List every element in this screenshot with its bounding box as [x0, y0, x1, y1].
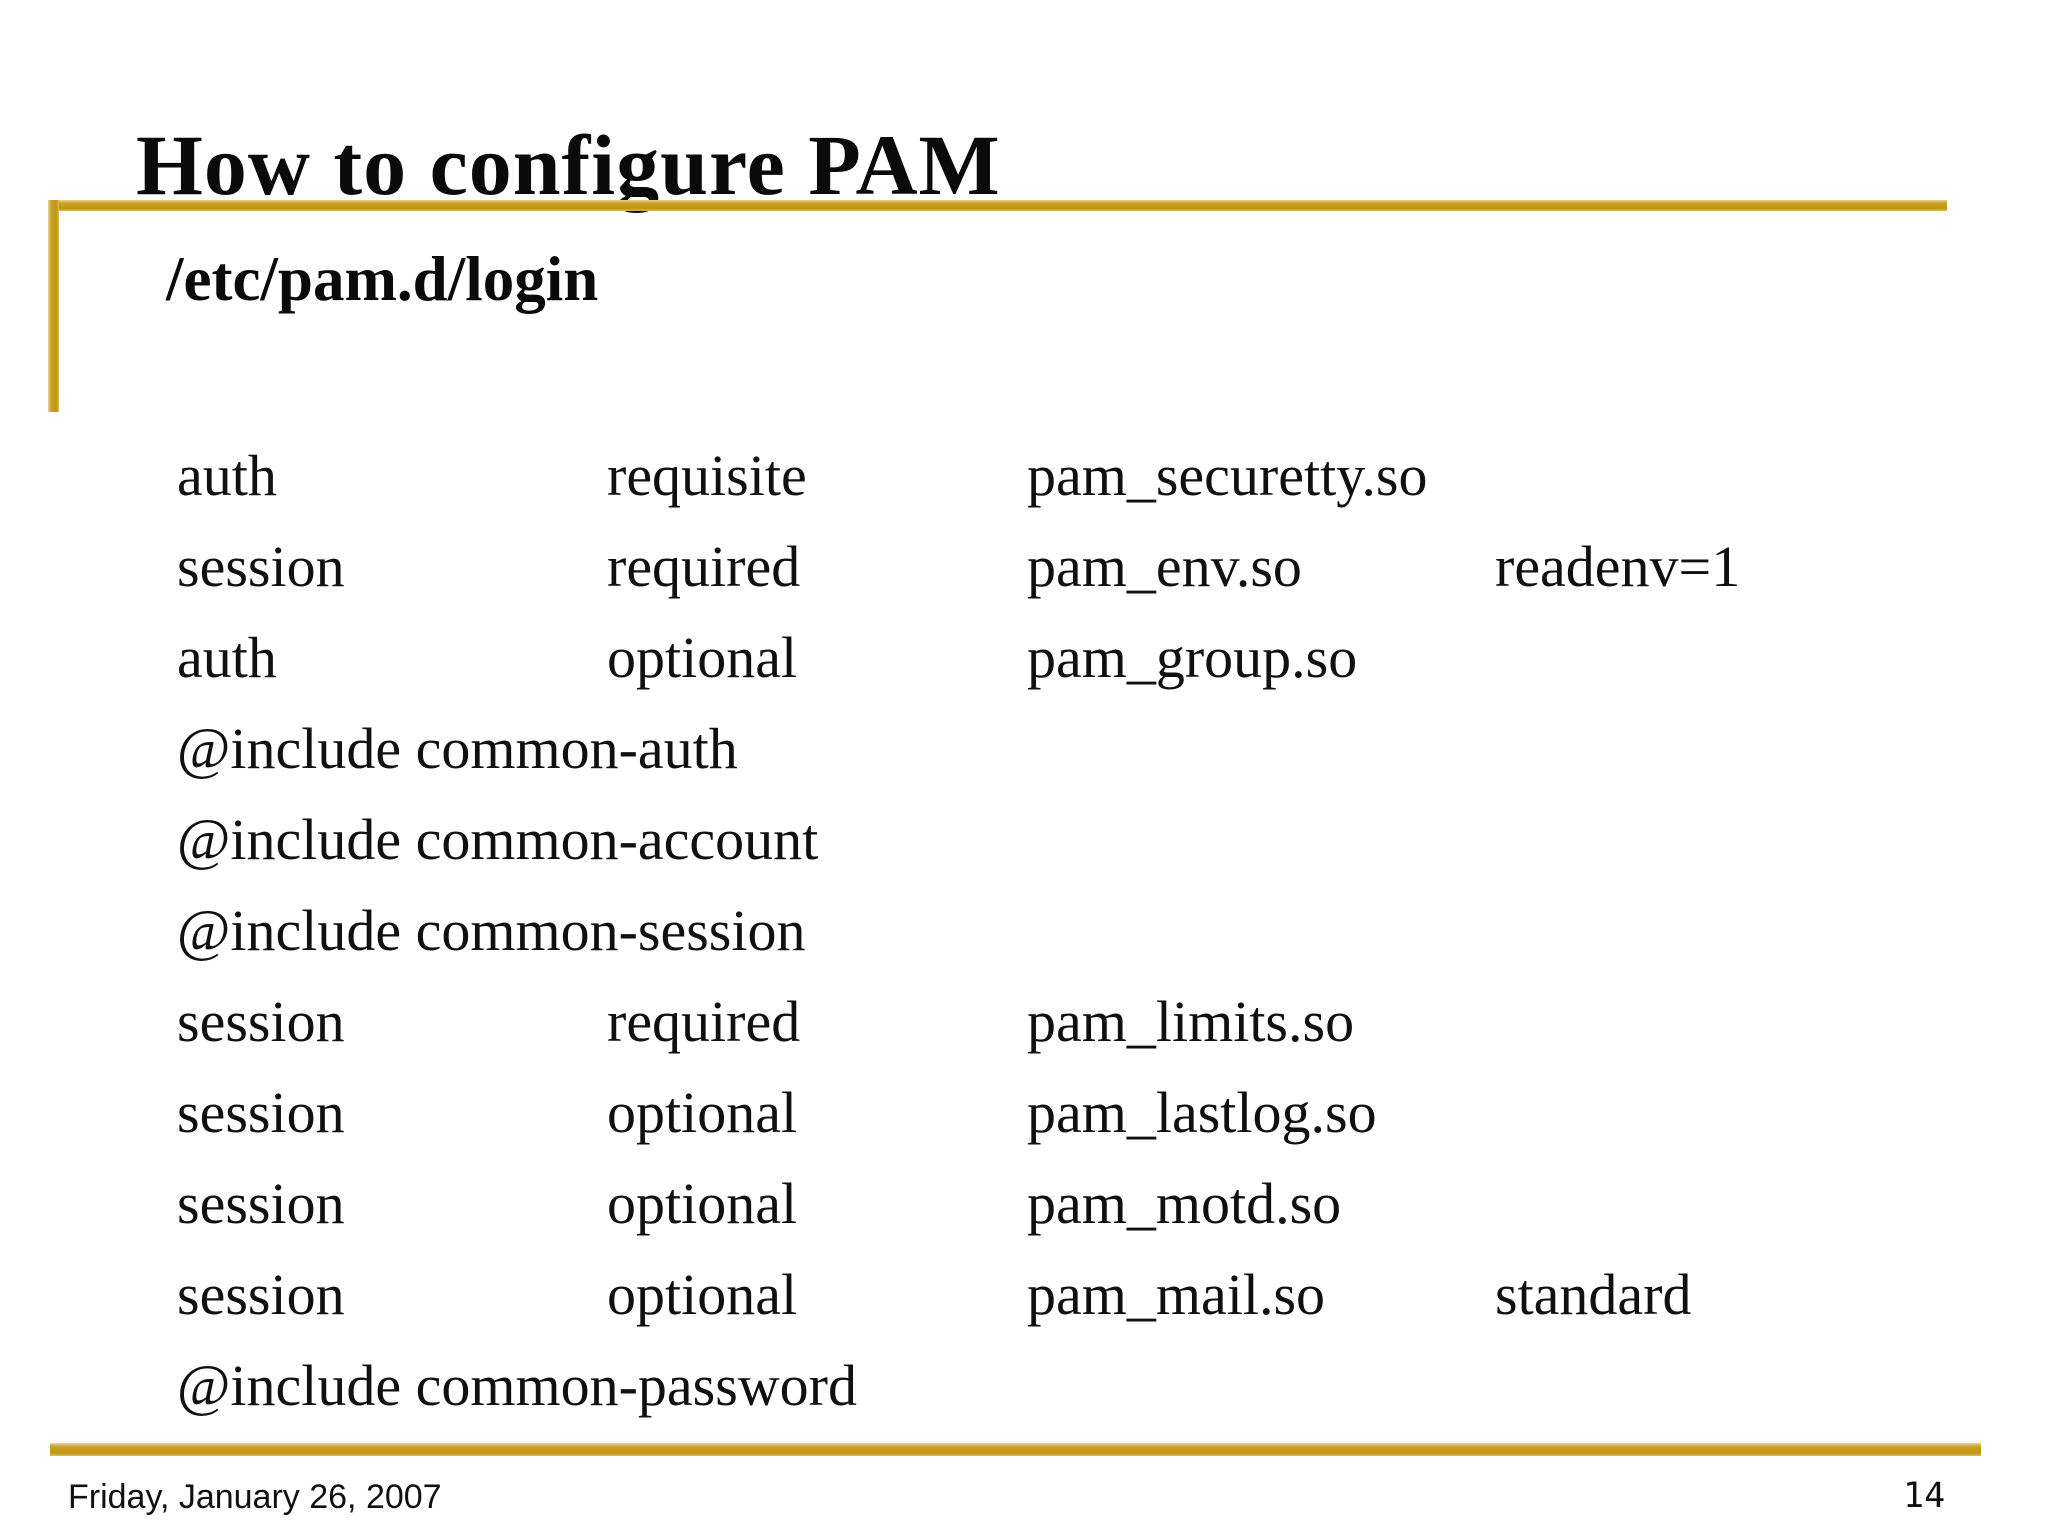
pam-line-control [607, 703, 1027, 794]
pam-line-type: @include common-auth [177, 716, 738, 781]
pam-line-argument: readenv=1 [1495, 534, 1741, 599]
pam-line-type: session [177, 1171, 345, 1236]
slide-title: How to configure PAM [136, 116, 1001, 213]
pam-line-module: pam_group.so [1027, 625, 1358, 690]
pam-line-module: pam_motd.so [1027, 1171, 1342, 1236]
pam-line-module: pam_limits.so [1027, 989, 1355, 1054]
pam-config-line: session required pam_env.so readenv=1 [177, 521, 1740, 612]
pam-line-control: required [607, 534, 801, 599]
pam-line-control: optional [607, 625, 798, 690]
title-underline-rule [48, 200, 1947, 211]
pam-line-type: auth [177, 443, 277, 508]
pam-config-line: session optional pam_lastlog.so [177, 1067, 1740, 1158]
pam-line-control [607, 885, 1027, 976]
pam-line-module [1027, 885, 1495, 976]
pam-line-module: pam_securetty.so [1027, 443, 1428, 508]
pam-config-line: auth requisite pam_securetty.so [177, 430, 1740, 521]
pam-line-type: auth [177, 625, 277, 690]
pam-config-line: @include common-password [177, 1340, 1740, 1431]
pam-line-control [607, 794, 1027, 885]
pam-line-module [1027, 794, 1495, 885]
page-number: 14 [1903, 1476, 1946, 1516]
pam-config-line: auth optional pam_group.so [177, 612, 1740, 703]
footer-rule [50, 1443, 1981, 1456]
pam-line-control: optional [607, 1262, 798, 1327]
left-accent-bar [48, 200, 59, 412]
pam-line-module [1027, 1340, 1495, 1431]
pam-line-argument: standard [1495, 1262, 1692, 1327]
footer-date: Friday, January 26, 2007 [68, 1478, 442, 1516]
pam-line-control: optional [607, 1080, 798, 1145]
pam-line-control: optional [607, 1171, 798, 1236]
pam-line-type: session [177, 534, 345, 599]
pam-line-control: requisite [607, 443, 807, 508]
pam-line-module [1027, 703, 1495, 794]
pam-line-control [607, 1340, 1027, 1431]
pam-line-control: required [607, 989, 801, 1054]
pam-line-type: session [177, 1262, 345, 1327]
pam-config-line: session optional pam_mail.so standard [177, 1249, 1740, 1340]
pam-config-line: @include common-account [177, 794, 1740, 885]
pam-config-line: session required pam_limits.so [177, 976, 1740, 1067]
config-file-path: /etc/pam.d/login [166, 244, 599, 314]
pam-config-line: @include common-auth [177, 703, 1740, 794]
pam-line-type: session [177, 989, 345, 1054]
pam-line-module: pam_env.so [1027, 534, 1302, 599]
pam-line-module: pam_mail.so [1027, 1262, 1326, 1327]
pam-config-listing: auth requisite pam_securetty.so session … [177, 430, 1740, 1431]
pam-line-type: @include common-password [177, 1353, 857, 1418]
pam-line-type: @include common-session [177, 898, 806, 963]
pam-config-line: @include common-session [177, 885, 1740, 976]
pam-config-line: session optional pam_motd.so [177, 1158, 1740, 1249]
pam-line-module: pam_lastlog.so [1027, 1080, 1377, 1145]
pam-line-type: session [177, 1080, 345, 1145]
pam-line-type: @include common-account [177, 807, 819, 872]
